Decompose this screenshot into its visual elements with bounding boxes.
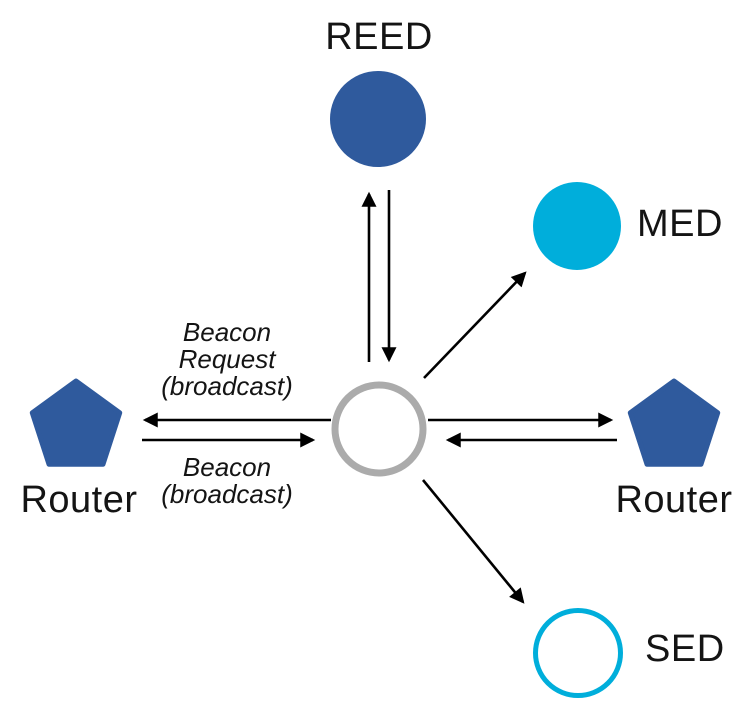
router-left-node-label: Router (20, 479, 138, 521)
reed-node-label: REED (325, 16, 433, 58)
joining-device-node-icon (331, 381, 427, 477)
reed-node-icon (330, 71, 426, 167)
arrow-center-to-med-icon (423, 271, 527, 379)
sed-node-icon (533, 608, 623, 698)
beacon-request-edge-label: Beacon Request (broadcast) (161, 317, 293, 401)
router-right-node-icon (627, 378, 721, 467)
arrow-center-to-sed-icon (421, 479, 525, 604)
beacon-edge-label: Beacon (broadcast) (161, 452, 293, 509)
sed-node-label: SED (645, 628, 725, 670)
med-node-icon (533, 182, 621, 270)
med-node-label: MED (637, 203, 723, 245)
router-right-node-label: Router (615, 479, 733, 521)
router-left-node-icon (29, 378, 123, 467)
